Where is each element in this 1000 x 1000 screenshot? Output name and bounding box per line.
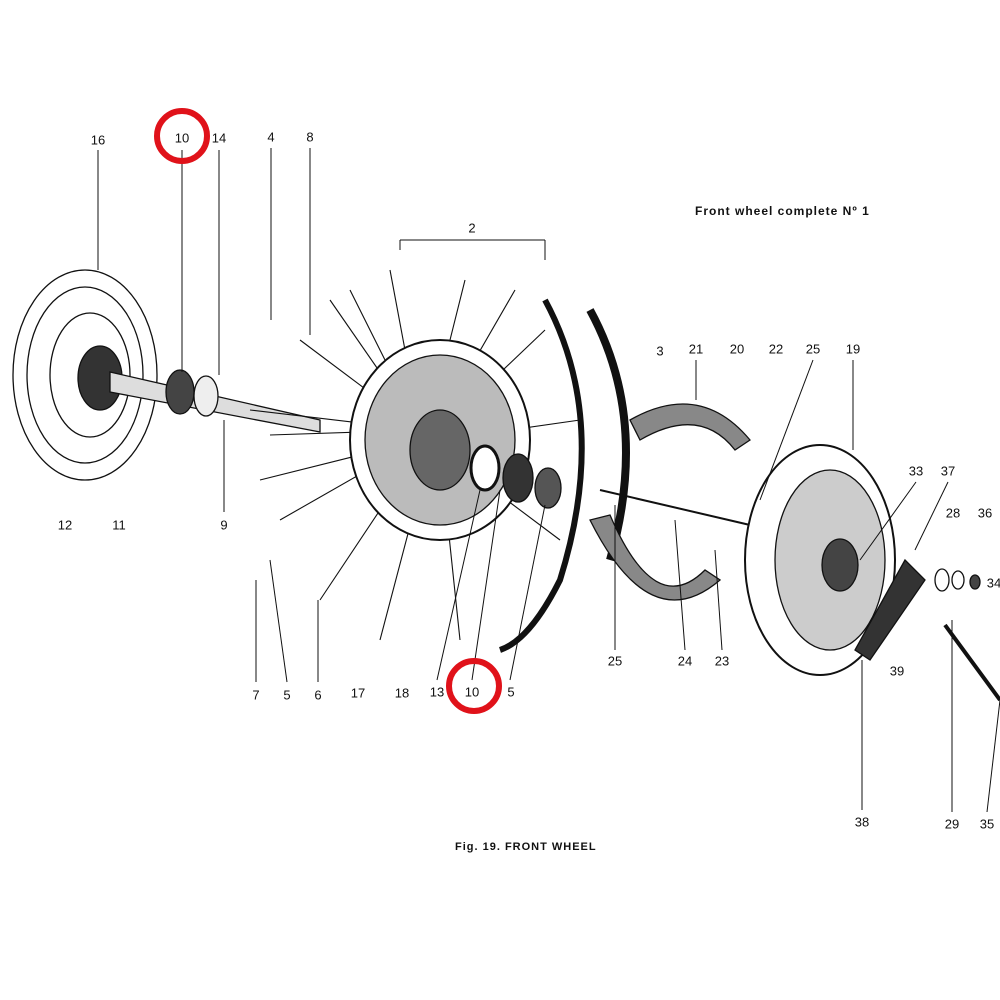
figure-caption: Fig. 19. FRONT WHEEL xyxy=(455,841,597,853)
part-label: 2 xyxy=(468,220,476,236)
part-label: 16 xyxy=(90,132,106,148)
bearing-10 xyxy=(165,369,195,415)
part-label: 12 xyxy=(57,517,73,533)
part-label: 29 xyxy=(944,816,960,832)
tyre-3 xyxy=(586,308,630,562)
highlight-circle xyxy=(446,658,502,714)
part-label: 25 xyxy=(805,341,821,357)
brake-disc-16 xyxy=(12,269,158,481)
part-label: 21 xyxy=(688,341,704,357)
part-label: 22 xyxy=(768,341,784,357)
rim-2 xyxy=(498,298,585,653)
brake-shoe-21 xyxy=(629,403,751,451)
part-label: 8 xyxy=(306,129,314,145)
figure-title: Front wheel complete Nº 1 xyxy=(695,204,870,218)
part-label: 28 xyxy=(945,505,961,521)
part-label: 7 xyxy=(252,687,260,703)
part-label: 18 xyxy=(394,685,410,701)
part-label: 13 xyxy=(429,684,445,700)
part-label: 20 xyxy=(729,341,745,357)
part-label: 11 xyxy=(112,517,126,533)
part-label: 25 xyxy=(607,653,623,669)
part-label: 37 xyxy=(940,463,956,479)
part-label: 4 xyxy=(267,129,275,145)
part-label: 17 xyxy=(350,685,366,701)
part-label: 24 xyxy=(677,653,693,669)
part-label: 35 xyxy=(979,816,995,832)
highlight-circle xyxy=(154,108,210,164)
part-label: 36 xyxy=(977,505,993,521)
part-label: 6 xyxy=(314,687,322,703)
part-label: 14 xyxy=(211,130,227,146)
part-label: 33 xyxy=(908,463,924,479)
part-label: 5 xyxy=(283,687,291,703)
part-label: 3 xyxy=(656,343,664,359)
part-label: 23 xyxy=(714,653,730,669)
lever-37 xyxy=(854,558,926,661)
part-label: 38 xyxy=(854,814,870,830)
part-label: 9 xyxy=(220,517,228,533)
part-label: 19 xyxy=(845,341,861,357)
brake-shoe-lower xyxy=(589,514,722,601)
part-label: 34 xyxy=(986,575,1000,591)
part-label: 39 xyxy=(889,663,905,679)
part-label: 5 xyxy=(507,684,515,700)
